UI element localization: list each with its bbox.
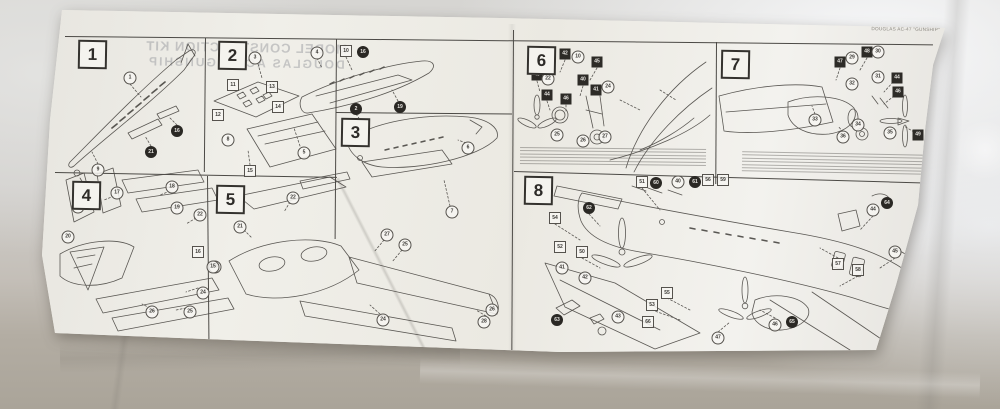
part-marker-black-circle: 65 [786, 316, 798, 328]
part-marker-circle: 8 [221, 133, 235, 147]
part-marker-square: 56 [702, 174, 714, 186]
part-marker-circle: 25 [398, 238, 412, 252]
part-marker-circle: 6 [461, 141, 475, 155]
part-marker-circle: 36 [836, 130, 850, 144]
part-marker-circle: 20 [61, 230, 75, 244]
part-marker-circle: 3 [248, 51, 262, 65]
part-marker-circle: 31 [871, 70, 885, 84]
part-marker-square: 50 [576, 246, 588, 258]
part-marker-circle: 17 [110, 186, 124, 200]
part-marker-circle: 32 [845, 77, 859, 91]
part-marker-square: 58 [852, 264, 864, 276]
part-marker-circle: 22 [286, 191, 300, 205]
part-marker-circle: 47 [711, 331, 725, 345]
part-marker-square: 51 [636, 176, 648, 188]
part-marker-black-circle: 16 [171, 125, 183, 137]
part-marker-circle: 26 [485, 303, 499, 317]
part-marker-square: 12 [212, 109, 224, 121]
step-number-box-8: 8 [523, 175, 554, 206]
part-marker-circle: 28 [477, 315, 491, 329]
part-marker-circle: 9 [91, 163, 105, 177]
part-marker-dark-square: 49 [912, 129, 924, 141]
part-marker-circle: 45 [888, 245, 902, 259]
part-marker-circle: 19 [170, 201, 184, 215]
part-marker-circle: 41 [555, 261, 569, 275]
part-marker-dark-square: 45 [591, 56, 603, 68]
part-marker-circle: 26 [145, 305, 159, 319]
part-marker-circle: 30 [871, 45, 885, 59]
part-marker-dark-square: 46 [560, 93, 572, 105]
part-marker-square: 53 [646, 299, 658, 311]
part-marker-circle: 22 [193, 208, 207, 222]
part-marker-circle: 24 [376, 313, 390, 327]
part-marker-square: 15 [244, 165, 256, 177]
part-marker-circle: 7 [445, 205, 459, 219]
part-marker-circle: 25 [183, 305, 197, 319]
part-marker-circle: 24 [196, 286, 210, 300]
step-number-box-4: 4 [71, 180, 102, 211]
step-number-box-5: 5 [215, 184, 246, 215]
part-marker-black-circle: 60 [650, 177, 662, 189]
part-marker-circle: 43 [611, 310, 625, 324]
part-marker-circle: 25 [550, 128, 564, 142]
part-marker-black-circle: 62 [583, 202, 595, 214]
part-marker-circle: 24 [601, 80, 615, 94]
step-number-box-3: 3 [340, 117, 371, 148]
part-marker-black-circle: 2 [350, 103, 362, 115]
part-marker-square: 16 [192, 246, 204, 258]
step-number-box-1: 1 [77, 39, 108, 70]
part-marker-black-circle: 64 [881, 197, 893, 209]
part-marker-black-circle: 19 [394, 101, 406, 113]
part-marker-dark-square: 46 [892, 86, 904, 98]
part-marker-square: 11 [227, 79, 239, 91]
part-marker-circle: 33 [808, 113, 822, 127]
part-marker-square: 14 [272, 101, 284, 113]
part-marker-circle: 40 [671, 175, 685, 189]
part-marker-square: 54 [549, 212, 561, 224]
part-marker-black-circle: 21 [145, 146, 157, 158]
part-marker-circle: 21 [233, 220, 247, 234]
part-marker-square: 52 [554, 241, 566, 253]
step-number-box-2: 2 [217, 40, 248, 71]
part-marker-circle: 5 [297, 146, 311, 160]
part-marker-black-circle: 61 [689, 176, 701, 188]
fold-crease [508, 24, 516, 352]
part-marker-square: 55 [661, 287, 673, 299]
part-marker-circle: 35 [883, 126, 897, 140]
part-marker-circle: 18 [165, 180, 179, 194]
part-marker-circle: 29 [845, 51, 859, 65]
part-marker-square: 57 [832, 258, 844, 270]
part-marker-circle: 44 [866, 203, 880, 217]
part-marker-dark-square: 44 [541, 89, 553, 101]
part-marker-square: 10 [340, 45, 352, 57]
step-number-box-6: 6 [526, 45, 557, 76]
part-marker-dark-square: 41 [590, 84, 602, 96]
part-marker-circle: 4 [310, 46, 324, 60]
part-marker-dark-square: 42 [559, 48, 571, 60]
part-marker-square: 13 [266, 81, 278, 93]
part-marker-circle: 34 [851, 118, 865, 132]
part-marker-black-circle: 63 [551, 314, 563, 326]
part-marker-dark-square: 40 [577, 74, 589, 86]
part-marker-circle: 10 [571, 50, 585, 64]
part-marker-circle: 26 [576, 134, 590, 148]
part-marker-square: 59 [717, 174, 729, 186]
part-marker-circle: 27 [380, 228, 394, 242]
part-marker-circle: 27 [598, 130, 612, 144]
part-marker-circle: 15 [206, 260, 220, 274]
part-marker-dark-square: 47 [834, 56, 846, 68]
part-marker-square: 66 [642, 316, 654, 328]
part-marker-circle: 42 [578, 271, 592, 285]
part-marker-dark-square: 48 [861, 46, 873, 58]
part-marker-dark-square: 44 [891, 72, 903, 84]
part-marker-circle: 46 [768, 318, 782, 332]
step-number-box-7: 7 [720, 49, 751, 80]
part-marker-circle: 1 [123, 71, 137, 85]
part-marker-black-circle: 16 [357, 46, 369, 58]
